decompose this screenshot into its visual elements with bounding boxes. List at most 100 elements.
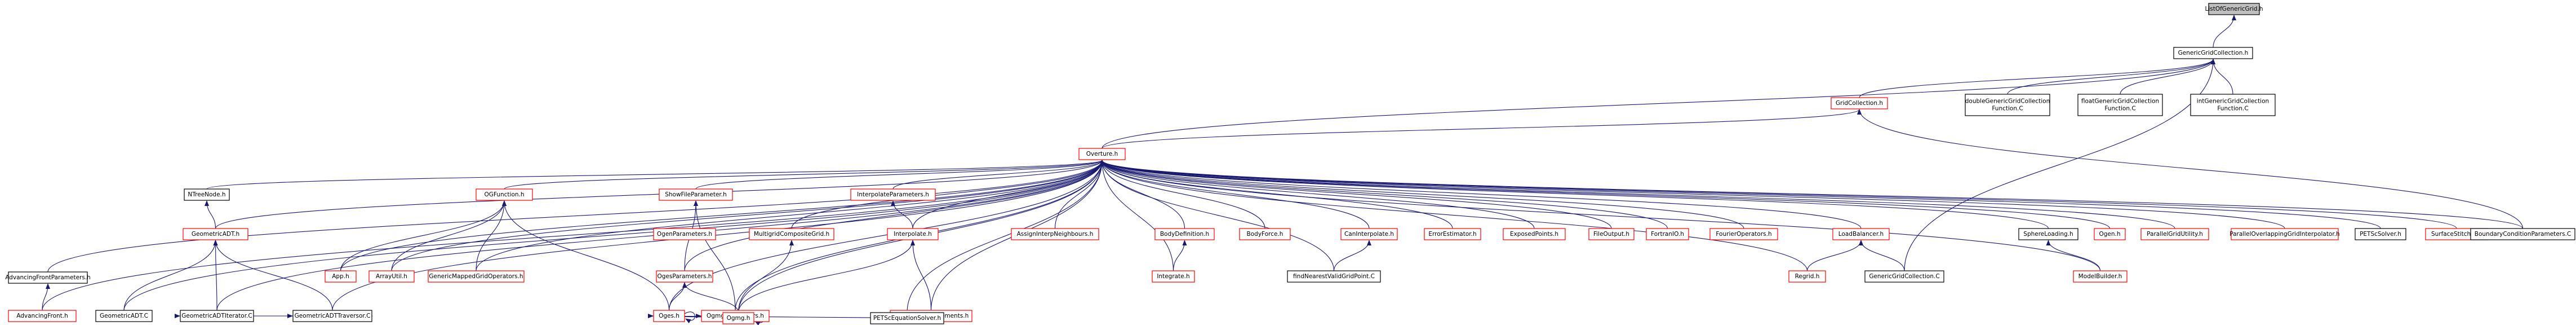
node-label: SurfaceStitcher.h bbox=[2431, 231, 2482, 238]
node-label: App.h bbox=[332, 273, 349, 280]
edge-regrid-to-loadbal bbox=[1806, 240, 1863, 271]
node-label: ModelBuilder.h bbox=[2078, 273, 2122, 280]
edge-fggc-to-ggc_h bbox=[2120, 59, 2215, 95]
node-oges[interactable]: Oges.h bbox=[653, 310, 685, 322]
node-pgu[interactable]: ParallelGridUtility.h bbox=[2140, 228, 2209, 240]
node-bodyforce[interactable]: BodyForce.h bbox=[1239, 228, 1291, 240]
node-gridcoll_h[interactable]: GridCollection.h bbox=[1831, 97, 1888, 109]
node-petscsolver[interactable]: PETScEquationSolver.h bbox=[870, 312, 944, 324]
node-fortranio[interactable]: FortranIO.h bbox=[1646, 228, 1689, 240]
node-box bbox=[1709, 228, 1778, 240]
node-box bbox=[1152, 270, 1195, 283]
node-label: GenericGridCollection.C bbox=[1869, 273, 1939, 280]
node-pogi[interactable]: ParallelOverlappingGridInterpolator.h bbox=[2229, 228, 2340, 240]
edge-gadtc-to-overture bbox=[123, 160, 1104, 311]
edge-gadttr-to-geomadt bbox=[213, 240, 333, 311]
node-label: NTreeNode.h bbox=[188, 191, 225, 198]
node-mgcg[interactable]: MultigridCompositeGrid.h bbox=[749, 228, 834, 240]
node-gadttr[interactable]: GeometricADTTraversor.C bbox=[292, 310, 372, 322]
node-root: ListOfGenericGrid.h bbox=[2205, 3, 2263, 15]
node-bodydef[interactable]: BodyDefinition.h bbox=[1154, 228, 1215, 240]
node-box bbox=[2077, 94, 2163, 116]
node-box bbox=[180, 310, 254, 322]
edge-overture-to-gridcoll_h bbox=[1102, 109, 1862, 149]
node-cannterp[interactable]: CanInterpolate.h bbox=[1340, 228, 1398, 240]
node-box bbox=[659, 188, 733, 201]
node-petsc[interactable]: PETScSolver.h bbox=[2355, 228, 2406, 240]
edge-ggc_c-to-loadbal bbox=[1859, 240, 1905, 271]
node-box bbox=[2018, 228, 2078, 240]
node-box bbox=[1788, 270, 1826, 283]
node-label: BoundaryConditionParameters.C bbox=[2475, 231, 2571, 238]
node-fourier[interactable]: FourierOperators.h bbox=[1709, 228, 1778, 240]
node-label: Integrate.h bbox=[1157, 273, 1189, 280]
edge-oges-to-ogfunc bbox=[502, 200, 670, 311]
node-box bbox=[8, 310, 77, 322]
node-app[interactable]: App.h bbox=[325, 270, 357, 283]
edge-dggc-to-ggc_h bbox=[2007, 59, 2215, 95]
node-ogfunc[interactable]: OGFunction.h bbox=[476, 188, 533, 201]
node-label: ParallelGridUtility.h bbox=[2147, 231, 2203, 238]
node-label: ParallelOverlappingGridInterpolator.h bbox=[2229, 231, 2339, 238]
node-fileout[interactable]: FileOutput.h bbox=[1588, 228, 1635, 240]
edge-fortranio-to-overture bbox=[1100, 160, 1668, 229]
node-geomadt[interactable]: GeometricADT.h bbox=[183, 228, 248, 240]
node-errest[interactable]: ErrorEstimator.h bbox=[1424, 228, 1481, 240]
node-ogesparams[interactable]: OgesParameters.h bbox=[656, 270, 713, 283]
node-label: PETScEquationSolver.h bbox=[873, 315, 941, 322]
node-label: floatGenericGridCollection bbox=[2081, 98, 2159, 105]
edge-gadttr-to-overture bbox=[332, 160, 1104, 311]
edges-layer bbox=[42, 15, 2524, 325]
node-exposed[interactable]: ExposedPoints.h bbox=[1503, 228, 1566, 240]
node-label: FourierOperators.h bbox=[1716, 231, 1771, 238]
node-label: FortranIO.h bbox=[1651, 231, 1684, 238]
node-showfile[interactable]: ShowFileParameter.h bbox=[659, 188, 733, 201]
edge-fileout-to-overture bbox=[1100, 160, 1612, 229]
node-modelbuilder[interactable]: ModelBuilder.h bbox=[2073, 270, 2128, 283]
node-gadtc[interactable]: GeometricADT.C bbox=[95, 310, 153, 322]
node-ogen_h[interactable]: Ogen.h bbox=[2094, 228, 2126, 240]
node-box bbox=[1864, 270, 1944, 283]
node-regrid[interactable]: Regrid.h bbox=[1788, 270, 1826, 283]
node-ogmg[interactable]: Ogmg.h bbox=[722, 312, 754, 324]
node-label: Regrid.h bbox=[1795, 273, 1820, 280]
edge-gadtit-to-geomadt bbox=[213, 240, 218, 311]
node-label: Oges.h bbox=[659, 313, 679, 319]
edge-pogi-to-overture bbox=[1100, 160, 2285, 229]
edge-modelbuilder-to-overture bbox=[1100, 160, 2101, 271]
edge-gmgo-to-overture bbox=[476, 160, 1104, 271]
node-assign[interactable]: AssignInterpNeighbours.h bbox=[1011, 228, 1099, 240]
node-ggc_h[interactable]: GenericGridCollection.h bbox=[2173, 47, 2253, 59]
node-sphere[interactable]: SphereLoading.h bbox=[2018, 228, 2078, 240]
node-ogenparams[interactable]: OgenParameters.h bbox=[653, 228, 716, 240]
node-ggc_c[interactable]: GenericGridCollection.C bbox=[1864, 270, 1944, 283]
edge-ogmg-to-ogesparams bbox=[682, 282, 739, 313]
node-arrayutil[interactable]: ArrayUtil.h bbox=[368, 270, 415, 283]
node-integrate[interactable]: Integrate.h bbox=[1152, 270, 1195, 283]
edge-petscsolver-to-overture bbox=[907, 160, 1104, 313]
node-findnearest[interactable]: findNearestValidGridPoint.C bbox=[1287, 270, 1381, 283]
edge-fourier-to-overture bbox=[1100, 160, 1744, 229]
node-label: ShowFileParameter.h bbox=[665, 191, 727, 198]
node-label: doubleGenericGridCollection bbox=[1965, 98, 2050, 105]
node-label: AdvancingFront.h bbox=[16, 313, 68, 319]
node-box bbox=[722, 312, 754, 324]
node-box bbox=[325, 270, 357, 283]
node-overture[interactable]: Overture.h bbox=[1078, 148, 1126, 160]
node-ntree[interactable]: NTreeNode.h bbox=[184, 188, 230, 201]
node-label: findNearestValidGridPoint.C bbox=[1293, 273, 1375, 280]
node-loadbal[interactable]: LoadBalancer.h bbox=[1832, 228, 1890, 240]
node-gmgo[interactable]: GenericMappedGridOperators.h bbox=[428, 270, 525, 283]
node-interpparams[interactable]: InterpolateParameters.h bbox=[850, 188, 936, 201]
edge-ogmgparams-to-showfile bbox=[694, 200, 736, 311]
node-gadtit[interactable]: GeometricADTIterator.C bbox=[180, 310, 254, 322]
node-interpolate_h[interactable]: Interpolate.h bbox=[887, 228, 939, 240]
node-afp[interactable]: AdvancingFrontParameters.h bbox=[5, 271, 91, 284]
node-label: MultigridCompositeGrid.h bbox=[754, 231, 829, 238]
node-bcp[interactable]: BoundaryConditionParameters.C bbox=[2470, 228, 2575, 240]
node-box bbox=[653, 228, 716, 240]
node-af[interactable]: AdvancingFront.h bbox=[8, 310, 77, 322]
